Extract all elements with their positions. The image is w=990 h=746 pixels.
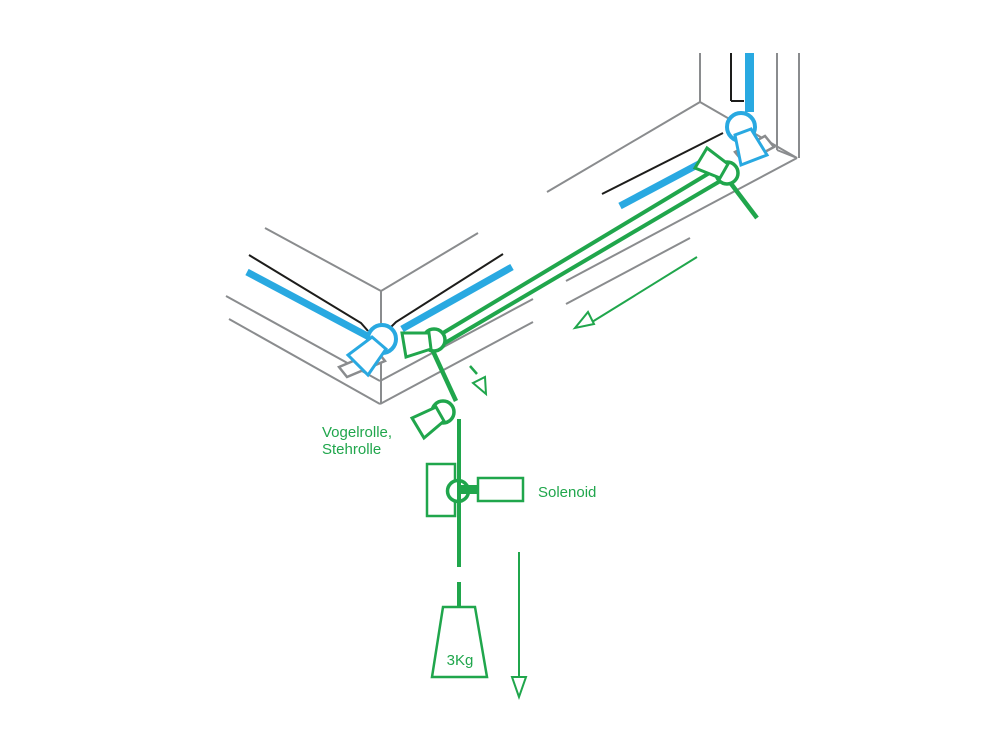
blue-pulley-right <box>725 111 770 168</box>
weight-assembly: 3Kg <box>430 582 489 679</box>
pulley-label-line1: Vogelrolle, <box>322 424 392 441</box>
groove-right-b <box>601 132 724 195</box>
frame-front-top-right-edge-a <box>379 298 534 382</box>
cable-upper-strand <box>441 167 718 335</box>
weight-label: 3Kg <box>447 652 474 669</box>
arrow-small-shaft <box>469 365 478 375</box>
green-pulley-corner <box>400 327 447 359</box>
frame-front-bottom-right-edge-b <box>565 237 691 305</box>
weight-body <box>430 605 489 679</box>
solenoid-coil-body <box>476 476 525 503</box>
arrow-small-head <box>471 375 488 397</box>
frame-back-top-right-edge-a <box>380 232 479 292</box>
groove-left <box>248 254 369 332</box>
blue-pulley-right-body <box>733 127 770 168</box>
arrow-upper-head <box>572 310 596 330</box>
window-frame <box>225 53 800 405</box>
blue-track-left <box>245 268 373 342</box>
jamb-foot-edge <box>776 149 798 159</box>
blue-pulley-left-body <box>345 335 389 378</box>
blue-track-right-a <box>400 263 514 333</box>
cable-lower-strand <box>443 178 724 345</box>
cable-direction-arrow-upper <box>572 256 698 330</box>
green-pulley-corner-body <box>400 331 433 359</box>
solenoid-label: Solenoid <box>538 484 596 501</box>
green-pulley-drop <box>409 399 456 441</box>
blue-pulley-left <box>345 323 398 378</box>
frame-front-bottom-right-edge-a <box>379 321 534 405</box>
frame-front-bottom-left-edge <box>228 318 381 405</box>
green-pulley-right <box>692 145 740 186</box>
arrow-down-head <box>510 676 528 701</box>
arrow-upper-shaft <box>591 256 698 323</box>
cable-direction-arrow-small <box>469 365 488 397</box>
green-pulley-right-body <box>692 145 730 180</box>
frame-back-top-left-edge <box>264 227 382 292</box>
cable-corner-drop <box>429 348 459 402</box>
solenoid-assembly <box>425 419 525 567</box>
track-groove <box>248 53 744 332</box>
cable-right-tail <box>727 179 759 220</box>
pulley-label-line2: Stehrolle <box>322 441 381 458</box>
green-cable <box>429 167 759 402</box>
blue-track <box>245 53 754 342</box>
weight-direction-arrow <box>510 552 528 701</box>
green-pulley-drop-body <box>409 405 446 441</box>
frame-back-top-right-edge-b <box>546 101 701 193</box>
frame-front-top-right-edge-b <box>565 157 798 282</box>
groove-right-a <box>389 253 504 329</box>
